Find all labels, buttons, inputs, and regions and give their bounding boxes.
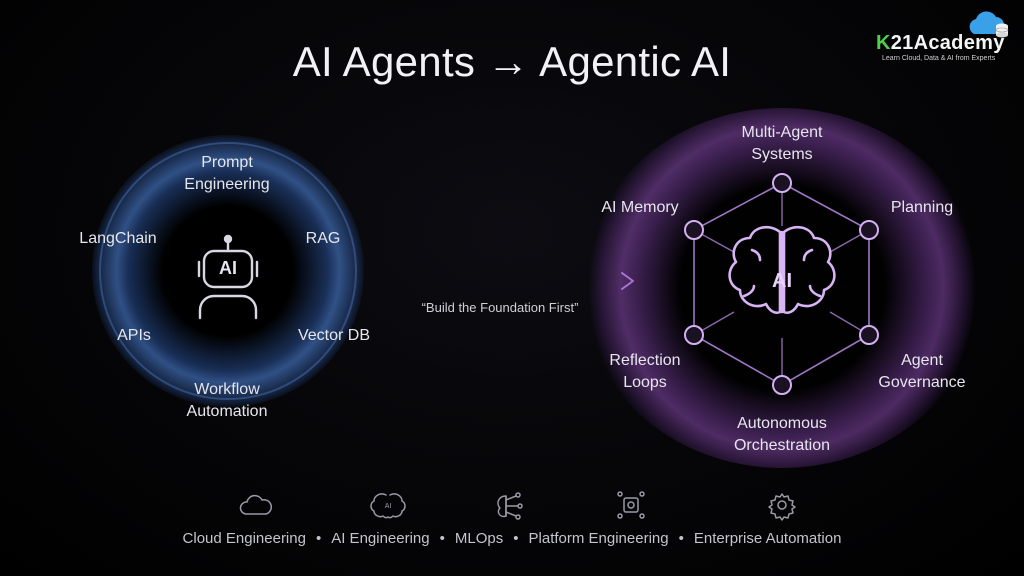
- separator-dot: •: [513, 530, 519, 547]
- separator-dot: •: [315, 530, 322, 547]
- node-planning: [859, 220, 879, 240]
- node-multi-agent: [772, 173, 792, 193]
- label-vector-db: Vector DB: [297, 327, 371, 344]
- label-langchain: LangChain: [79, 230, 157, 247]
- label-rag: RAG: [305, 230, 341, 247]
- footer-item: AI Engineering: [331, 530, 430, 547]
- label-apis: APIs: [117, 327, 151, 344]
- robot-ai-label: AI: [219, 258, 237, 278]
- ai-chip-icon: AI: [370, 493, 406, 519]
- k21academy-logo: K21Academy Learn Cloud, Data & AI from E…: [872, 11, 1022, 68]
- label-planning: Planning: [890, 199, 954, 216]
- separator-dot: •: [678, 530, 684, 547]
- logo-tagline: Learn Cloud, Data & AI from Experts: [882, 55, 996, 62]
- cloud-icon: [239, 494, 272, 515]
- left-ring-outline: [99, 142, 357, 400]
- left-glow-ring: [92, 135, 364, 407]
- arrow-caption: “Build the Foundation First”: [421, 300, 579, 315]
- brain-ai-label: AI: [772, 270, 792, 292]
- node-reflection-loops: [684, 325, 704, 345]
- brain-ai-icon: [728, 225, 836, 315]
- label-ai-memory: AI Memory: [601, 199, 679, 216]
- robot-ai-icon: [197, 234, 259, 320]
- slide-title: AI Agents → Agentic AI: [292, 38, 732, 85]
- node-agent-governance: [859, 325, 879, 345]
- cloud-database-icon: [969, 11, 1009, 38]
- separator-dot: •: [439, 530, 445, 547]
- footer-item: Platform Engineering: [528, 530, 669, 547]
- footer-item: MLOps: [454, 530, 504, 547]
- footer-disciplines: Cloud Engineering • AI Engineering • MLOps • P…: [0, 530, 1024, 547]
- logo-name: K21Academy: [876, 32, 1005, 54]
- footer-item: Enterprise Automation: [693, 530, 842, 547]
- node-autonomous-orchestration: [772, 375, 792, 395]
- gear-icon: [768, 493, 796, 521]
- svg-text:AI: AI: [385, 503, 392, 510]
- neural-network-icon: [497, 492, 523, 520]
- platform-icon: [617, 491, 645, 519]
- node-ai-memory: [684, 220, 704, 240]
- hexagon-nodes: [684, 173, 879, 395]
- footer-item: Cloud Engineering: [182, 530, 306, 547]
